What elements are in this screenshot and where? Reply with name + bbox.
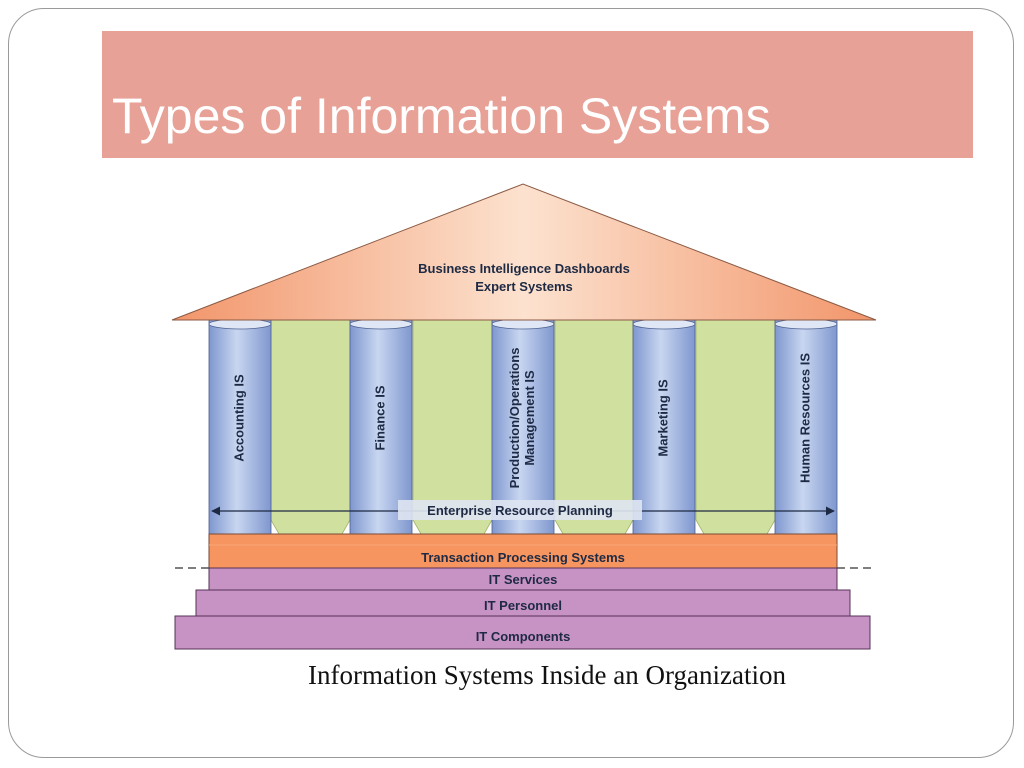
it-components-step [174,615,871,650]
pillar-label: Marketing IS [655,379,670,457]
pillar-label: Human Resources IS [797,353,812,483]
it-components-label: IT Components [476,629,571,644]
pillar-body [208,319,272,535]
pillar-body [632,319,696,535]
roof [171,183,877,321]
roof-label-line-2: Expert Systems [475,279,573,294]
tps-label: Transaction Processing Systems [421,550,625,565]
pillar-label: Production/Operations [507,348,522,489]
it-personnel-step [195,589,851,617]
panel [270,319,351,535]
pillar: Finance IS [349,318,413,535]
roof-label-line-1: Business Intelligence Dashboards [418,261,630,276]
pillar-body [491,319,555,535]
pillar-label: Accounting IS [231,374,246,462]
pillar: Marketing IS [632,318,696,535]
slide-title: Types of Information Systems [112,88,771,144]
pillar-body [774,319,838,535]
title-band [102,31,973,158]
erp-label-bg [398,500,642,520]
pillar-body [349,319,413,535]
it-personnel-label: IT Personnel [484,598,562,613]
erp-label: Enterprise Resource Planning [427,503,613,518]
panel [695,319,776,535]
diagram-caption: Information Systems Inside an Organizati… [308,660,786,690]
it-services-label: IT Services [489,572,558,587]
pillar-label: Finance IS [372,385,387,450]
pillar: Human Resources IS [774,318,838,535]
pillar: Accounting IS [208,318,272,535]
pillar-label: Management IS [522,370,537,466]
pillars: Accounting IS Finance IS Production/Operat… [208,318,838,535]
